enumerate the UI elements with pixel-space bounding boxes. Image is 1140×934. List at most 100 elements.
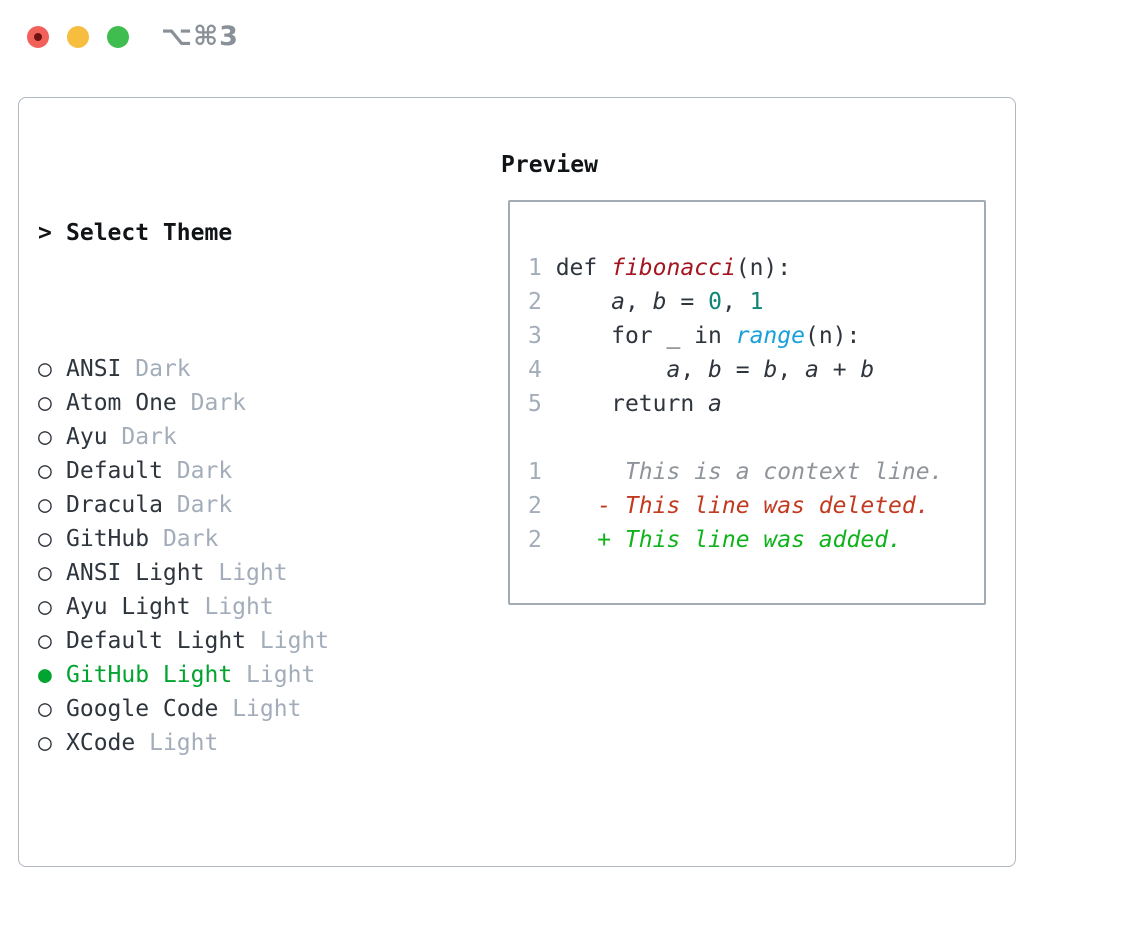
theme-variant-tag: Dark [162, 526, 219, 552]
theme-option-google-code[interactable]: ○Google Code Light [38, 692, 488, 726]
code-line: 2 a, b = 0, 1 [528, 285, 984, 319]
line-number: 5 [528, 391, 542, 417]
titlebar: ⌥⌘3 [0, 0, 1140, 74]
preview-header: Preview [501, 152, 598, 178]
code-line: 4 a, b = b, a + b [528, 353, 984, 387]
code-token [542, 289, 611, 315]
theme-variant-tag: Dark [190, 390, 247, 416]
code-token: + [818, 357, 861, 383]
code-token: , [721, 289, 750, 315]
line-number: 2 [528, 493, 542, 519]
option-label: Ayu Light [66, 594, 191, 620]
radio-unselected-icon: ○ [38, 560, 52, 586]
code-token: a [611, 289, 625, 315]
code-token: (n): [804, 323, 861, 349]
theme-option-ansi[interactable]: ○ANSI Dark [38, 352, 488, 386]
diff-line: 2 + This line was added. [528, 523, 984, 557]
code-token: , [624, 289, 653, 315]
option-label: GitHub [66, 526, 150, 552]
theme-list-column: > Select Theme ○ ANSI Dark ○ Atom One Dark ○ A… [38, 148, 488, 934]
select-theme-header-label: Select Theme [66, 220, 233, 246]
code-token: 1 [749, 289, 764, 315]
window-title: ⌥⌘3 [161, 21, 239, 52]
radio-unselected-icon: ○ [38, 424, 52, 450]
theme-option-ayu-light[interactable]: ○ Ayu Light Light [38, 590, 488, 624]
diff-preview: 1 This is a context line.2 - This line w… [528, 455, 984, 557]
theme-option-github-light[interactable]: ● GitHub Light Light [38, 658, 488, 692]
code-token [542, 493, 597, 519]
option-label: XCode [66, 730, 136, 756]
code-token: b [860, 357, 875, 383]
option-label: Atom One [66, 390, 177, 416]
code-token: b [652, 289, 667, 315]
code-token: a [708, 391, 722, 417]
radio-unselected-icon: ○ [38, 696, 52, 722]
code-token: fibonacci [611, 255, 736, 281]
radio-unselected-icon: ○ [38, 390, 52, 416]
code-token: 0 [708, 289, 722, 315]
code-token [542, 527, 597, 553]
code-token: = [721, 357, 764, 383]
code-token: b [708, 357, 722, 383]
radio-unselected-icon: ○ [38, 458, 52, 484]
option-label: Default [66, 458, 163, 484]
code-token: def [541, 255, 612, 281]
line-number: 2 [528, 289, 542, 315]
theme-option-xcode[interactable]: ○XCode Light [38, 726, 488, 760]
code-token [542, 459, 625, 485]
code-line: 1 def fibonacci(n): [528, 251, 984, 285]
code-token: - This line was deleted. [597, 493, 930, 519]
code-token: b [763, 357, 778, 383]
theme-variant-tag: Light [259, 628, 330, 654]
code-token: = [666, 289, 709, 315]
theme-variant-tag: Light [246, 662, 316, 688]
radio-unselected-icon: ○ [38, 492, 52, 518]
line-number: 3 [528, 323, 542, 349]
theme-variant-tag: Dark [121, 424, 177, 450]
option-label: Ayu [66, 424, 108, 450]
code-token: for _ in [541, 323, 736, 349]
theme-option-atom-one[interactable]: ○ Atom One Dark [38, 386, 488, 420]
code-line: 3 for _ in range(n): [528, 319, 984, 353]
zoom-button-icon[interactable] [107, 26, 129, 48]
radio-unselected-icon: ○ [38, 730, 52, 756]
theme-option-default[interactable]: ○ Default Dark [38, 454, 488, 488]
theme-option-default-light[interactable]: ○Default Light Light [38, 624, 488, 658]
gap [528, 421, 984, 455]
theme-option-dracula[interactable]: ○Dracula Dark [38, 488, 488, 522]
line-number: 1 [528, 255, 542, 281]
code-token: a [666, 357, 681, 383]
theme-option-ansi-light[interactable]: ○ ANSI Light Light [38, 556, 488, 590]
theme-option-github[interactable]: ○ GitHub Dark [38, 522, 488, 556]
code-token: + This line was added. [597, 527, 902, 553]
diff-line: 2 - This line was deleted. [528, 489, 984, 523]
code-token: , [680, 357, 709, 383]
close-button-icon[interactable] [27, 26, 49, 48]
radio-unselected-icon: ○ [38, 594, 52, 620]
theme-variant-tag: Light [204, 594, 274, 620]
diff-line: 1 This is a context line. [528, 455, 984, 489]
option-label: ANSI [66, 356, 122, 382]
code-token: (n): [735, 255, 792, 281]
line-number: 1 [528, 459, 542, 485]
code-token: , [777, 357, 806, 383]
focus-caret-icon: > [38, 220, 52, 246]
radio-unselected-icon: ○ [38, 356, 52, 382]
gap [38, 862, 488, 896]
minimize-button-icon[interactable] [67, 26, 89, 48]
radio-unselected-icon: ○ [38, 526, 52, 552]
radio-selected-icon: ● [38, 662, 52, 688]
theme-variant-tag: Light [218, 560, 288, 586]
select-theme-header: > Select Theme [38, 216, 488, 250]
option-label: GitHub Light [66, 662, 233, 688]
radio-unselected-icon: ○ [38, 628, 52, 654]
code-token: return [541, 391, 709, 417]
theme-variant-tag: Light [232, 696, 302, 722]
code-token [542, 357, 667, 383]
theme-option-ayu[interactable]: ○ Ayu Dark [38, 420, 488, 454]
option-label: ANSI Light [66, 560, 205, 586]
theme-variant-tag: Dark [176, 458, 233, 484]
